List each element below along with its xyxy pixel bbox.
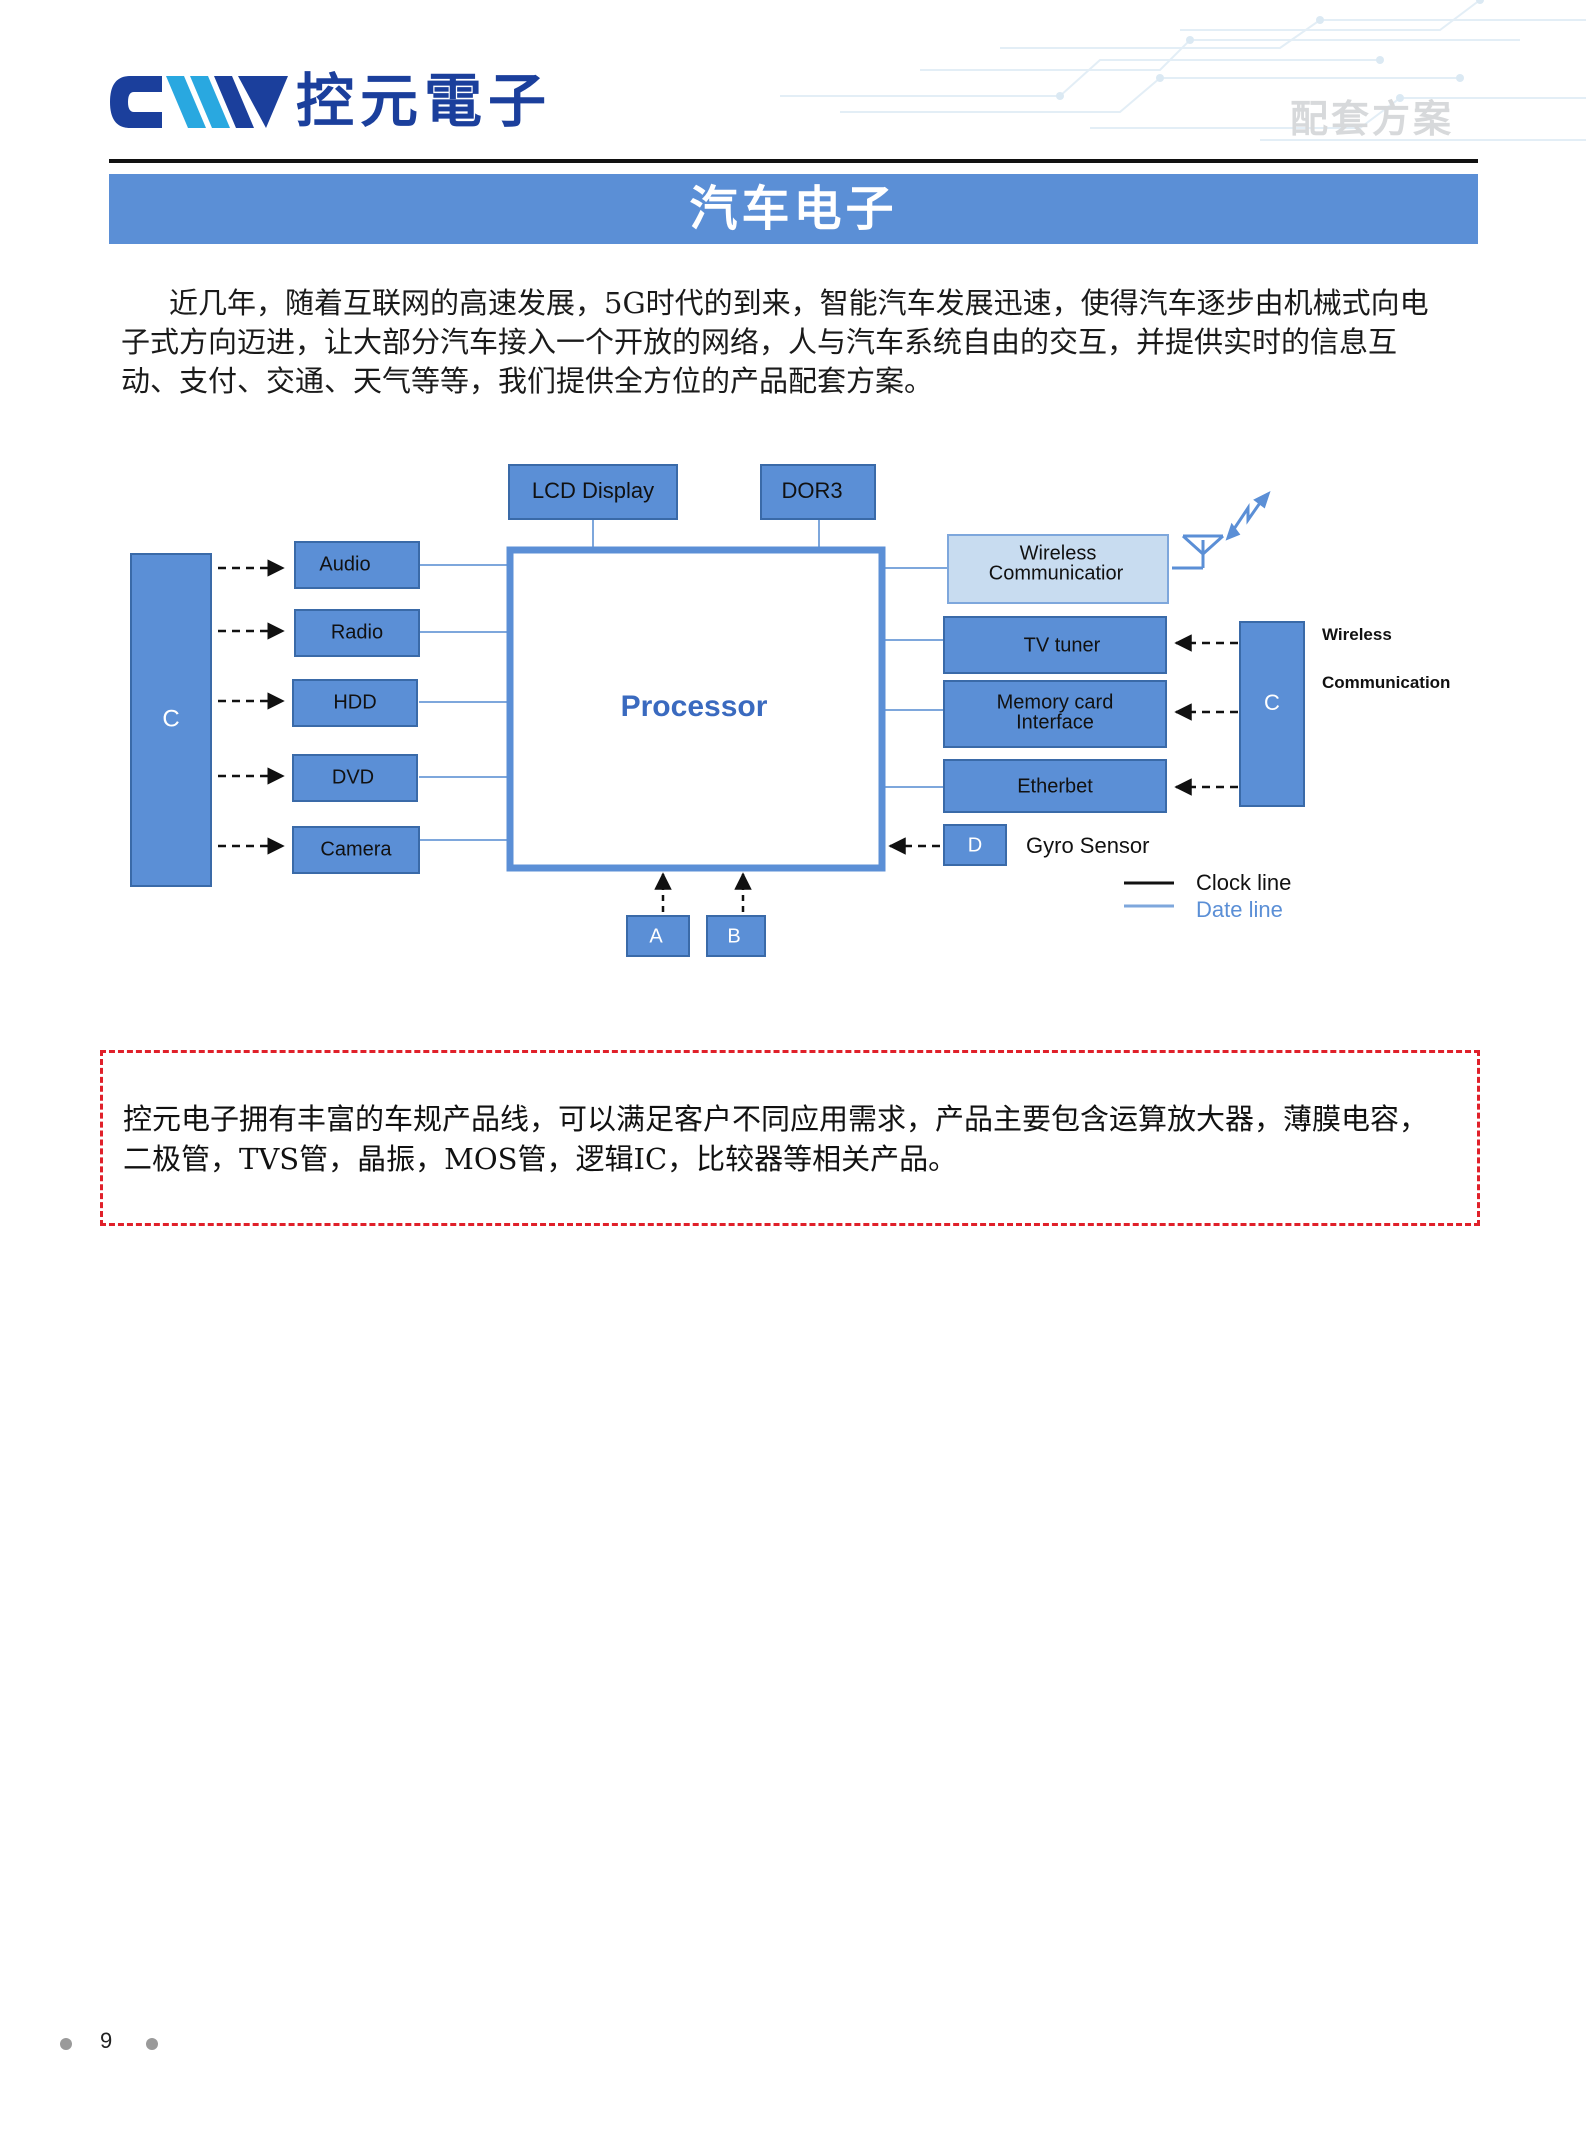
a-block (626, 915, 690, 957)
b-label: B (727, 925, 740, 947)
product-note-box: 控元电子拥有丰富的车规产品线，可以满足客户不同应用需求，产品主要包含运算放大器，… (100, 1050, 1480, 1226)
dvd-box (292, 754, 418, 802)
radio-box (294, 609, 420, 657)
left-c-block (130, 553, 212, 887)
page-title: 汽车电子 (109, 174, 1478, 244)
gyro-sensor-label: Gyro Sensor (1026, 833, 1150, 858)
hdd-label: HDD (333, 691, 376, 713)
data-lines (419, 520, 948, 841)
header-section-tag: 配套方案 (1290, 96, 1455, 141)
wireless-box-line2: Communicatior (989, 562, 1124, 584)
audio-label: Audio (319, 553, 370, 575)
wireless-communication-box (947, 534, 1169, 604)
header-divider (109, 159, 1478, 163)
radio-label: Radio (331, 621, 383, 643)
camera-box (292, 826, 420, 874)
dor3-label: DOR3 (781, 478, 842, 503)
processor-box (506, 546, 886, 872)
automotive-block-diagram: LCD Display DOR3 Processor C Audio Radio… (130, 464, 1450, 957)
hdd-box (292, 679, 418, 727)
memory-card-interface-box (943, 680, 1167, 748)
ethernet-box (943, 759, 1167, 813)
lcd-display-label: LCD Display (532, 478, 654, 503)
processor-label: Processor (621, 690, 768, 723)
tv-tuner-label: TV tuner (1024, 634, 1101, 656)
memory-card-label: Memory card (997, 691, 1114, 713)
left-c-label: C (162, 705, 179, 732)
audio-box (294, 541, 420, 589)
footer-dot-right (146, 2038, 158, 2050)
legend-data-label: Date line (1196, 897, 1283, 922)
tv-tuner-box (943, 616, 1167, 674)
wireless-box-line1: Wireless (1020, 542, 1097, 564)
page-number: 9 (100, 2028, 113, 2053)
b-block (706, 915, 766, 957)
dvd-label: DVD (332, 766, 374, 788)
footer-dot-left (60, 2038, 72, 2050)
lcd-display-box (508, 464, 678, 520)
header-circuit-decoration (780, 0, 1586, 141)
ethernet-label: Etherbet (1017, 775, 1093, 797)
interface-label: Interface (1016, 711, 1094, 733)
product-note-text: 控元电子拥有丰富的车规产品线，可以满足客户不同应用需求，产品主要包含运算放大器，… (123, 1102, 1429, 1176)
dor3-box (760, 464, 876, 520)
a-label: A (649, 925, 663, 947)
antenna-icon (1172, 491, 1271, 570)
right-c-block (1239, 621, 1305, 807)
company-logo-icon (110, 76, 288, 128)
gyro-d-label: D (968, 834, 982, 856)
legend-clock-label: Clock line (1196, 870, 1291, 895)
right-caption-line1: Wireless (1322, 625, 1392, 644)
right-caption-line2: Communication (1322, 673, 1450, 692)
company-logo-text: 控元電子 (296, 67, 553, 135)
intro-paragraph: 近几年，随着互联网的高速发展，5G时代的到来，智能汽车发展迅速，使得汽车逐步由机… (121, 286, 1429, 398)
right-c-label: C (1264, 690, 1280, 715)
gyro-d-block (943, 824, 1007, 866)
camera-label: Camera (320, 838, 392, 860)
